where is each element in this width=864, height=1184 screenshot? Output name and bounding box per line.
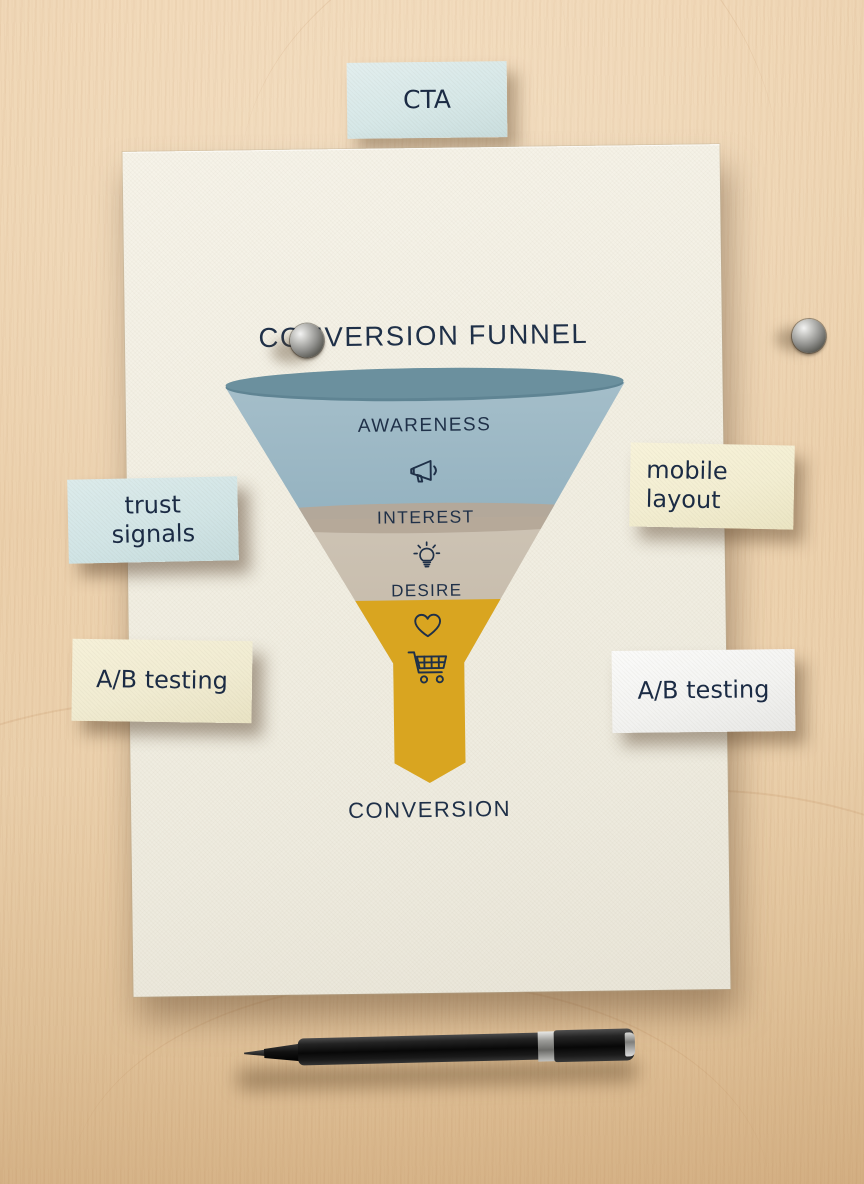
sticky-note-mobile-layout[interactable]: mobile layout [629, 442, 795, 530]
funnel-stage-label-conversion: CONVERSION [348, 795, 512, 824]
sticky-note-cta-label: CTA [402, 84, 452, 115]
sticky-note-trust-signals-label: trust signals [111, 490, 196, 550]
note-line-1: mobile [646, 455, 728, 486]
sticky-note-cta[interactable]: CTA [346, 61, 508, 139]
funnel-interest-rim [225, 502, 630, 534]
note-line-1: trust [124, 490, 182, 520]
page-title: CONVERSION FUNNEL [258, 317, 589, 354]
poster-paper: CONVERSION FUNNEL [122, 144, 828, 997]
pen-cone [264, 1043, 302, 1062]
note-line-2: signals [111, 519, 196, 549]
note-line-2: layout [645, 484, 721, 515]
funnel-graphic [225, 367, 630, 786]
push-pin-right[interactable] [774, 317, 828, 355]
megaphone-icon [127, 450, 724, 494]
funnel-stage-label-awareness: AWARENESS [357, 414, 492, 437]
band-awareness [225, 382, 630, 521]
funnel-top-rim-inner [225, 367, 624, 399]
heart-icon [129, 606, 726, 644]
sticky-note-ab-testing-left[interactable]: A/B testing [71, 638, 253, 724]
pen-cap-end [624, 1032, 636, 1057]
push-pin-left[interactable] [269, 321, 326, 366]
sticky-note-mobile-layout-label: mobile layout [645, 455, 728, 515]
sticky-note-ab-testing-right[interactable]: A/B testing [611, 649, 796, 733]
funnel-stage-label-desire: DESIRE [391, 580, 463, 601]
sticky-note-ab-testing-right-label: A/B testing [637, 675, 770, 706]
pen-barrel [297, 1032, 547, 1066]
conversion-funnel-diagram: CONVERSION FUNNEL [122, 144, 730, 997]
lightbulb-icon [128, 534, 725, 576]
shopping-cart-icon [129, 644, 726, 692]
pen-cap [553, 1028, 635, 1063]
sticky-note-trust-signals[interactable]: trust signals [67, 476, 239, 564]
sticky-note-ab-testing-left-label: A/B testing [95, 665, 229, 696]
